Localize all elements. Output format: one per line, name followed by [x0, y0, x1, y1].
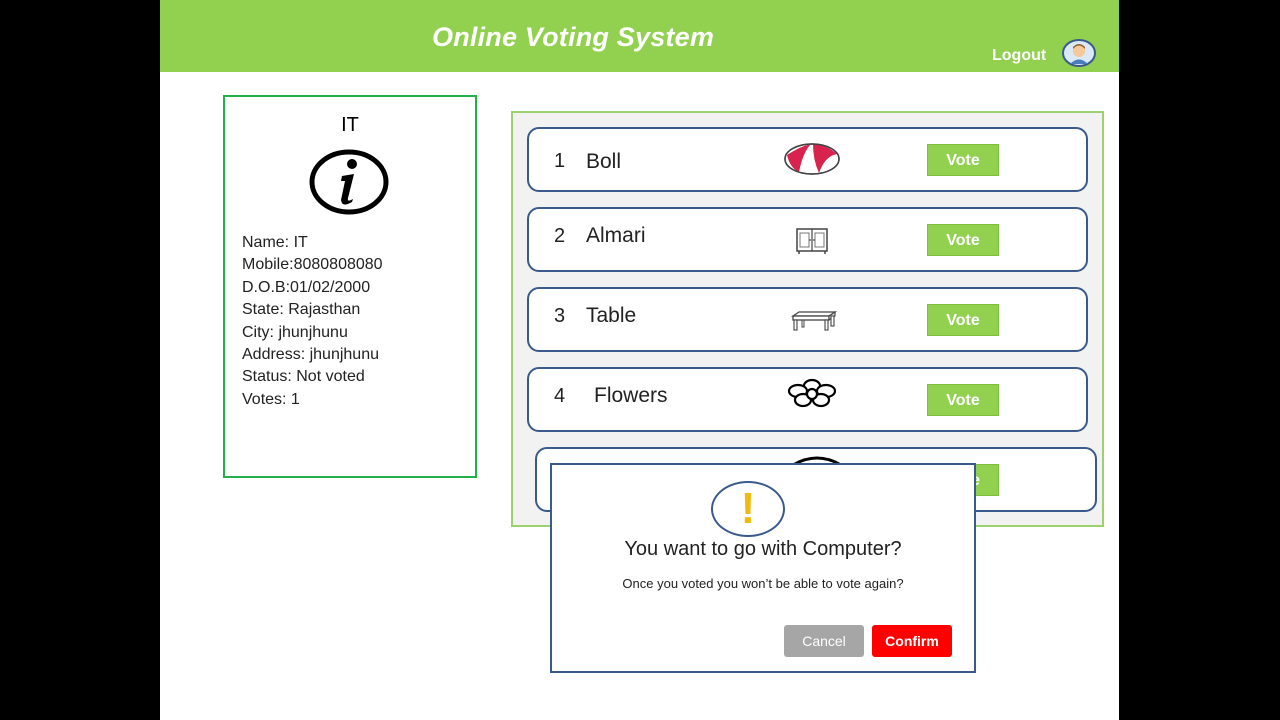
- profile-detail-name: Name: IT: [242, 234, 308, 251]
- ball-icon: [784, 143, 840, 175]
- candidate-name: Flowers: [594, 384, 668, 407]
- profile-detail-address: Address: jhunjhunu: [242, 346, 379, 364]
- candidate-row-almari: 2 Almari Vote: [527, 207, 1088, 272]
- profile-detail-state: State: Rajasthan: [242, 301, 361, 319]
- dialog-title: You want to go with Computer?: [624, 538, 902, 560]
- candidate-row-flowers: 4 Flowers Vote: [527, 367, 1088, 432]
- vote-button[interactable]: Vote: [927, 224, 999, 256]
- logout-link[interactable]: Logout: [992, 47, 1047, 64]
- candidate-number: 3: [554, 305, 566, 327]
- header-bar: Online Voting System Logout: [160, 0, 1119, 72]
- flower-icon: [787, 378, 837, 408]
- candidate-row-boll: 1 Boll Vote: [527, 127, 1088, 192]
- profile-detail-city: City: jhunjhunu: [242, 323, 348, 341]
- candidate-number: 4: [554, 385, 566, 407]
- confirm-button[interactable]: Confirm: [872, 625, 952, 657]
- almari-icon: [796, 228, 828, 254]
- info-icon: [309, 149, 389, 215]
- candidate-name: Table: [586, 304, 637, 327]
- dialog-message: Once you voted you won’t be able to vote…: [622, 576, 904, 591]
- profile-detail-status: Status: Not voted: [242, 368, 365, 386]
- profile-detail-mobile: Mobile:8080808080: [242, 256, 383, 274]
- computer-icon: [792, 456, 842, 465]
- profile-detail-dob: D.O.B:01/02/2000: [242, 278, 371, 296]
- vote-button[interactable]: Vote: [927, 304, 999, 336]
- table-icon: [790, 310, 837, 331]
- warning-mark: !: [740, 484, 756, 533]
- profile-card: IT Name: IT Mobile:8080808080 D.O.B:01/0…: [223, 95, 477, 478]
- vote-button[interactable]: Vote: [927, 144, 999, 176]
- vote-button[interactable]: Vote: [927, 384, 999, 416]
- candidate-number: 2: [554, 225, 566, 247]
- profile-details: Name: IT Mobile:8080808080 D.O.B:01/02/2…: [242, 232, 383, 411]
- confirm-vote-dialog: ! You want to go with Computer? Once you…: [550, 463, 976, 673]
- candidate-name: Almari: [586, 224, 646, 247]
- slide: Online Voting System Logout IT Name: IT …: [160, 0, 1119, 720]
- profile-detail-votes: Votes: 1: [242, 390, 300, 408]
- warning-icon: !: [711, 481, 785, 537]
- candidate-row-table: 3 Table Vote: [527, 287, 1088, 352]
- app-title: Online Voting System: [432, 22, 715, 52]
- user-avatar-icon[interactable]: [1062, 39, 1096, 67]
- candidate-number: 1: [554, 150, 566, 172]
- candidate-name: Boll: [586, 150, 622, 173]
- cancel-button[interactable]: Cancel: [784, 625, 864, 657]
- profile-title: IT: [341, 114, 359, 136]
